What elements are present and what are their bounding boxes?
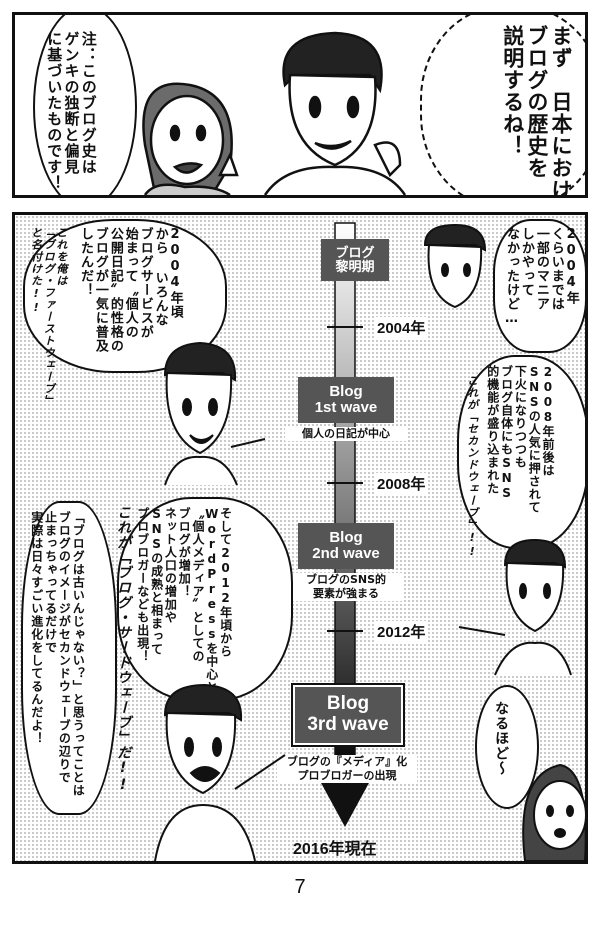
page-number: 7 bbox=[294, 876, 306, 898]
bubble-mid-text: そして2012年頃から WordPressを中心とした 〝個人メディア〟としての… bbox=[135, 507, 233, 720]
era-second-wave-label: Blog 2nd wave bbox=[298, 523, 394, 569]
bubble-right-mid-text: 2008年前後は SNSの人気に押されて 下火になりつつも ブログ自体にもSNS… bbox=[485, 365, 555, 514]
note-bubble bbox=[33, 15, 137, 195]
handwritten-third-wave: これが「ブログ・サードウェーブ」だ!! bbox=[115, 505, 132, 794]
handwritten-first-wave: これを俺は 「ブログ・ファーストウェーブ」 と名付けた!! bbox=[29, 227, 68, 407]
narration-burst bbox=[420, 15, 585, 195]
era-dawn-label: ブログ 黎明期 bbox=[321, 239, 389, 281]
panel-1: まず 日本における ブログの歴史を 説明するね！ 注：このブログ史は ゲンキの独… bbox=[12, 12, 588, 198]
bubble-bottom-left-text: 「ブログは古いんじゃない？」と思うってことは ブログのイメージがセカンドウェーブ… bbox=[29, 511, 86, 797]
year-2004: 2004年 bbox=[375, 317, 428, 338]
man-figure bbox=[263, 31, 407, 195]
bubble-bottom-right-text: なるほど〜 bbox=[493, 701, 510, 776]
bubble-left-top-text: 2004年頃 から いろんな ブログサービスが 始まって〝個人の 公開日記〟的性… bbox=[77, 227, 183, 353]
timeline-arrow bbox=[320, 222, 370, 827]
year-2012: 2012年 bbox=[375, 621, 428, 642]
timeline-arrowhead bbox=[320, 781, 370, 827]
handwritten-second-wave: これが「セカンドウェーブ」!! bbox=[465, 375, 479, 559]
narration-text: まず 日本における ブログの歴史を 説明するね！ bbox=[500, 25, 573, 198]
era-third-wave-label: Blog 3rd wave bbox=[291, 683, 405, 747]
bubble-bottom-left bbox=[21, 501, 117, 815]
era-first-wave-caption: 個人の日記が中心 bbox=[285, 427, 407, 441]
note-text: 注：このブログ史は ゲンキの独断と偏見 に基づいたものです！ bbox=[45, 31, 98, 191]
era-third-wave-caption: ブログの『メディア』化 プロブロガーの出現 bbox=[277, 755, 417, 783]
bubble-top-right-text: 2004年 くらいまでは 一部のマニア しかやって なかったけど… bbox=[503, 227, 579, 327]
panel-2: ブログ 黎明期 2004年 Blog 1st wave 個人の日記が中心 200… bbox=[12, 212, 588, 864]
bubble-top-right bbox=[493, 219, 585, 353]
era-first-wave-label: Blog 1st wave bbox=[298, 377, 394, 423]
year-2008: 2008年 bbox=[375, 473, 428, 494]
era-second-wave-caption: ブログのSNS的 要素が強まる bbox=[290, 573, 402, 601]
woman-figure bbox=[142, 82, 239, 195]
timeline-end-label: 2016年現在 bbox=[293, 841, 377, 858]
bubble-mid bbox=[117, 497, 293, 701]
panel-1-art bbox=[142, 31, 407, 195]
